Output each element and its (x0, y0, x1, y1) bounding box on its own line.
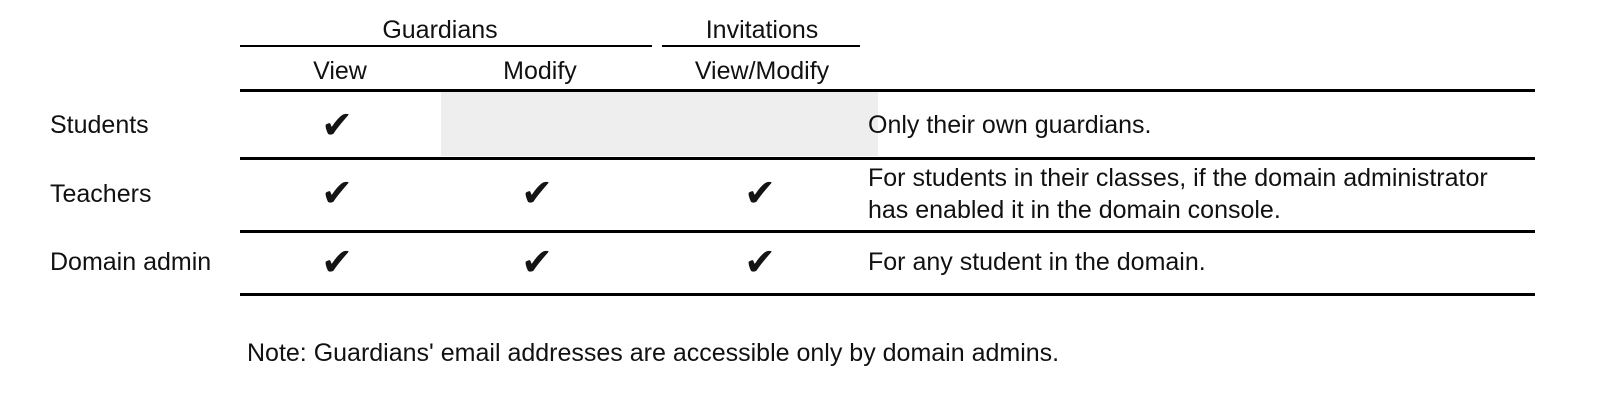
table-bottom-rule (240, 293, 1535, 296)
row-label-domain-admin: Domain admin (50, 248, 212, 276)
row-label-teachers: Teachers (50, 180, 152, 208)
group-header-guardians: Guardians (382, 16, 498, 44)
checkmark-domain-admin-invitations-view-modify: ✔ (744, 240, 776, 284)
column-header-modify: Modify (503, 57, 577, 85)
row-label-students: Students (50, 111, 149, 139)
table-note: Note: Guardians' email addresses are acc… (247, 339, 1060, 367)
checkmark-teachers-invitations-view-modify: ✔ (744, 171, 776, 215)
description-teachers: For students in their classes, if the do… (868, 164, 1488, 224)
column-header-view-modify: View/Modify (694, 57, 830, 85)
checkmark-domain-admin-guardians-modify: ✔ (521, 240, 553, 284)
group-rule-guardians (240, 45, 652, 47)
row-rule-after-students (240, 157, 1535, 160)
disabled-cell-students-modify (441, 92, 878, 156)
group-rule-invitations (662, 45, 860, 47)
column-header-view: View (313, 57, 367, 85)
table-top-rule (240, 89, 1535, 92)
description-domain-admin: For any student in the domain. (868, 248, 1206, 276)
checkmark-teachers-guardians-view: ✔ (321, 171, 353, 215)
row-rule-after-teachers (240, 230, 1535, 233)
description-students: Only their own guardians. (868, 111, 1152, 139)
checkmark-teachers-guardians-modify: ✔ (521, 171, 553, 215)
checkmark-domain-admin-guardians-view: ✔ (321, 240, 353, 284)
checkmark-students-guardians-view: ✔ (321, 103, 353, 147)
group-header-invitations: Invitations (705, 16, 819, 44)
